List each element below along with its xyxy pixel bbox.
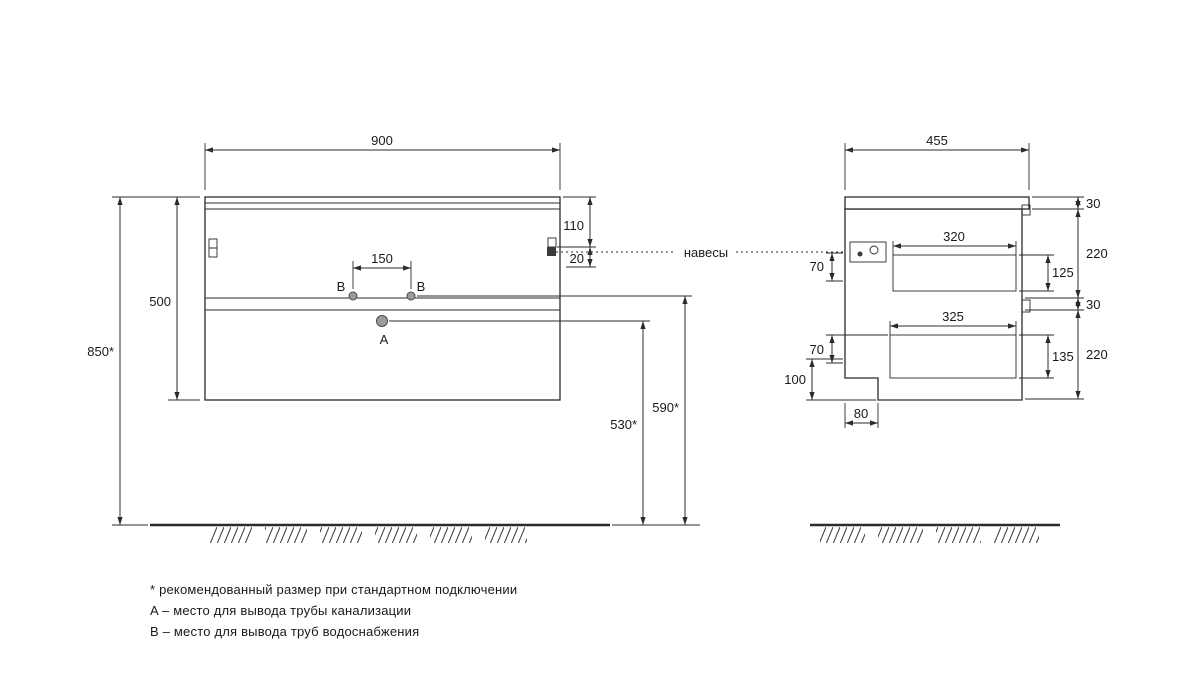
dim-drawer-gap-value: 30 [1086, 297, 1100, 312]
dim-side-depth-value: 455 [926, 133, 948, 148]
dim-front-width-value: 900 [371, 133, 393, 148]
footnote-point-a: A – место для вывода трубы канализации [150, 603, 411, 618]
water-outlet-right-point [406, 291, 416, 301]
drain-outlet-point [376, 315, 388, 327]
front-view: B B A [204, 196, 561, 401]
point-a-label: A [380, 332, 389, 347]
water-outlet-left-point [348, 291, 358, 301]
dim-lower-offset: 70 [810, 334, 888, 364]
dim-outlet-spacing-value: 150 [371, 251, 393, 266]
dim-lower-inner-depth-value: 325 [942, 309, 964, 324]
dim-recess-depth-value: 80 [854, 406, 868, 421]
dim-hanger-top-offset-value: 110 [563, 218, 584, 233]
dim-hanger-offsets: 110 20 [557, 196, 596, 268]
dim-supply-height-value: 590* [652, 400, 679, 415]
dim-lower-inner-height: 135 [1019, 334, 1074, 379]
dim-supply-height: 590* [417, 295, 692, 525]
dim-upper-drawer-front-value: 220 [1086, 246, 1108, 261]
dim-drain-height: 530* [389, 320, 650, 525]
front-left-bracket-lower [208, 247, 218, 258]
front-hanger-point [547, 247, 556, 256]
side-lower-drawer-box [889, 334, 1017, 379]
dim-total-height-value: 850* [87, 344, 114, 359]
footnote-point-b: B – место для вывода труб водоснабжения [150, 624, 419, 639]
point-b-right-label: B [417, 279, 426, 294]
dim-outlet-spacing: 150 [352, 251, 412, 289]
dim-recess-height-value: 100 [784, 372, 806, 387]
ground-hatch-right [820, 527, 1039, 543]
dim-countertop-thickness-value: 30 [1086, 196, 1100, 211]
footnote-recommended-size: * рекомендованный размер при стандартном… [150, 582, 517, 597]
dim-front-width: 900 [204, 133, 561, 190]
side-upper-drawer-box [892, 254, 1017, 292]
dim-hanger-size-value: 20 [570, 251, 584, 266]
dim-lower-drawer-front-value: 220 [1086, 347, 1108, 362]
dim-upper-inner-depth-value: 320 [943, 229, 965, 244]
dim-side-right-chain: 30 220 30 220 [1025, 196, 1108, 400]
dim-upper-hanger-offset: 70 [810, 252, 843, 282]
dim-upper-inner-depth: 320 [892, 229, 1017, 255]
dim-upper-inner-height: 125 [1019, 254, 1074, 292]
side-countertop [844, 196, 1030, 210]
dim-total-height: 850* [87, 196, 200, 526]
dim-lower-offset-value: 70 [810, 342, 824, 357]
dim-recess-height: 100 [784, 358, 876, 401]
ground-hatch-left [210, 527, 527, 543]
hangers-label: навесы [684, 245, 728, 260]
hanger-screw-point [857, 251, 863, 257]
side-upper-front-profile [1021, 204, 1031, 216]
dim-drain-height-value: 530* [610, 417, 637, 432]
side-lower-front-profile [1021, 299, 1031, 313]
dim-upper-inner-height-value: 125 [1052, 265, 1074, 280]
point-b-left-label: B [337, 279, 346, 294]
hanger-adjuster-circle [869, 245, 879, 255]
side-cabinet-outline [844, 208, 1023, 401]
ground [150, 523, 1060, 543]
dim-lower-inner-depth: 325 [889, 309, 1017, 335]
dim-cabinet-height-value: 500 [149, 294, 171, 309]
side-hanger-bracket [849, 241, 887, 263]
footnotes: * рекомендованный размер при стандартном… [150, 582, 517, 639]
dim-lower-inner-height-value: 135 [1052, 349, 1074, 364]
dim-upper-hanger-offset-value: 70 [810, 259, 824, 274]
dim-side-depth: 455 [844, 133, 1030, 190]
side-view [844, 196, 1031, 401]
dim-cabinet-height: 500 [149, 197, 200, 401]
dim-recess-depth: 80 [844, 403, 879, 428]
hangers-leader: навесы [556, 245, 845, 260]
